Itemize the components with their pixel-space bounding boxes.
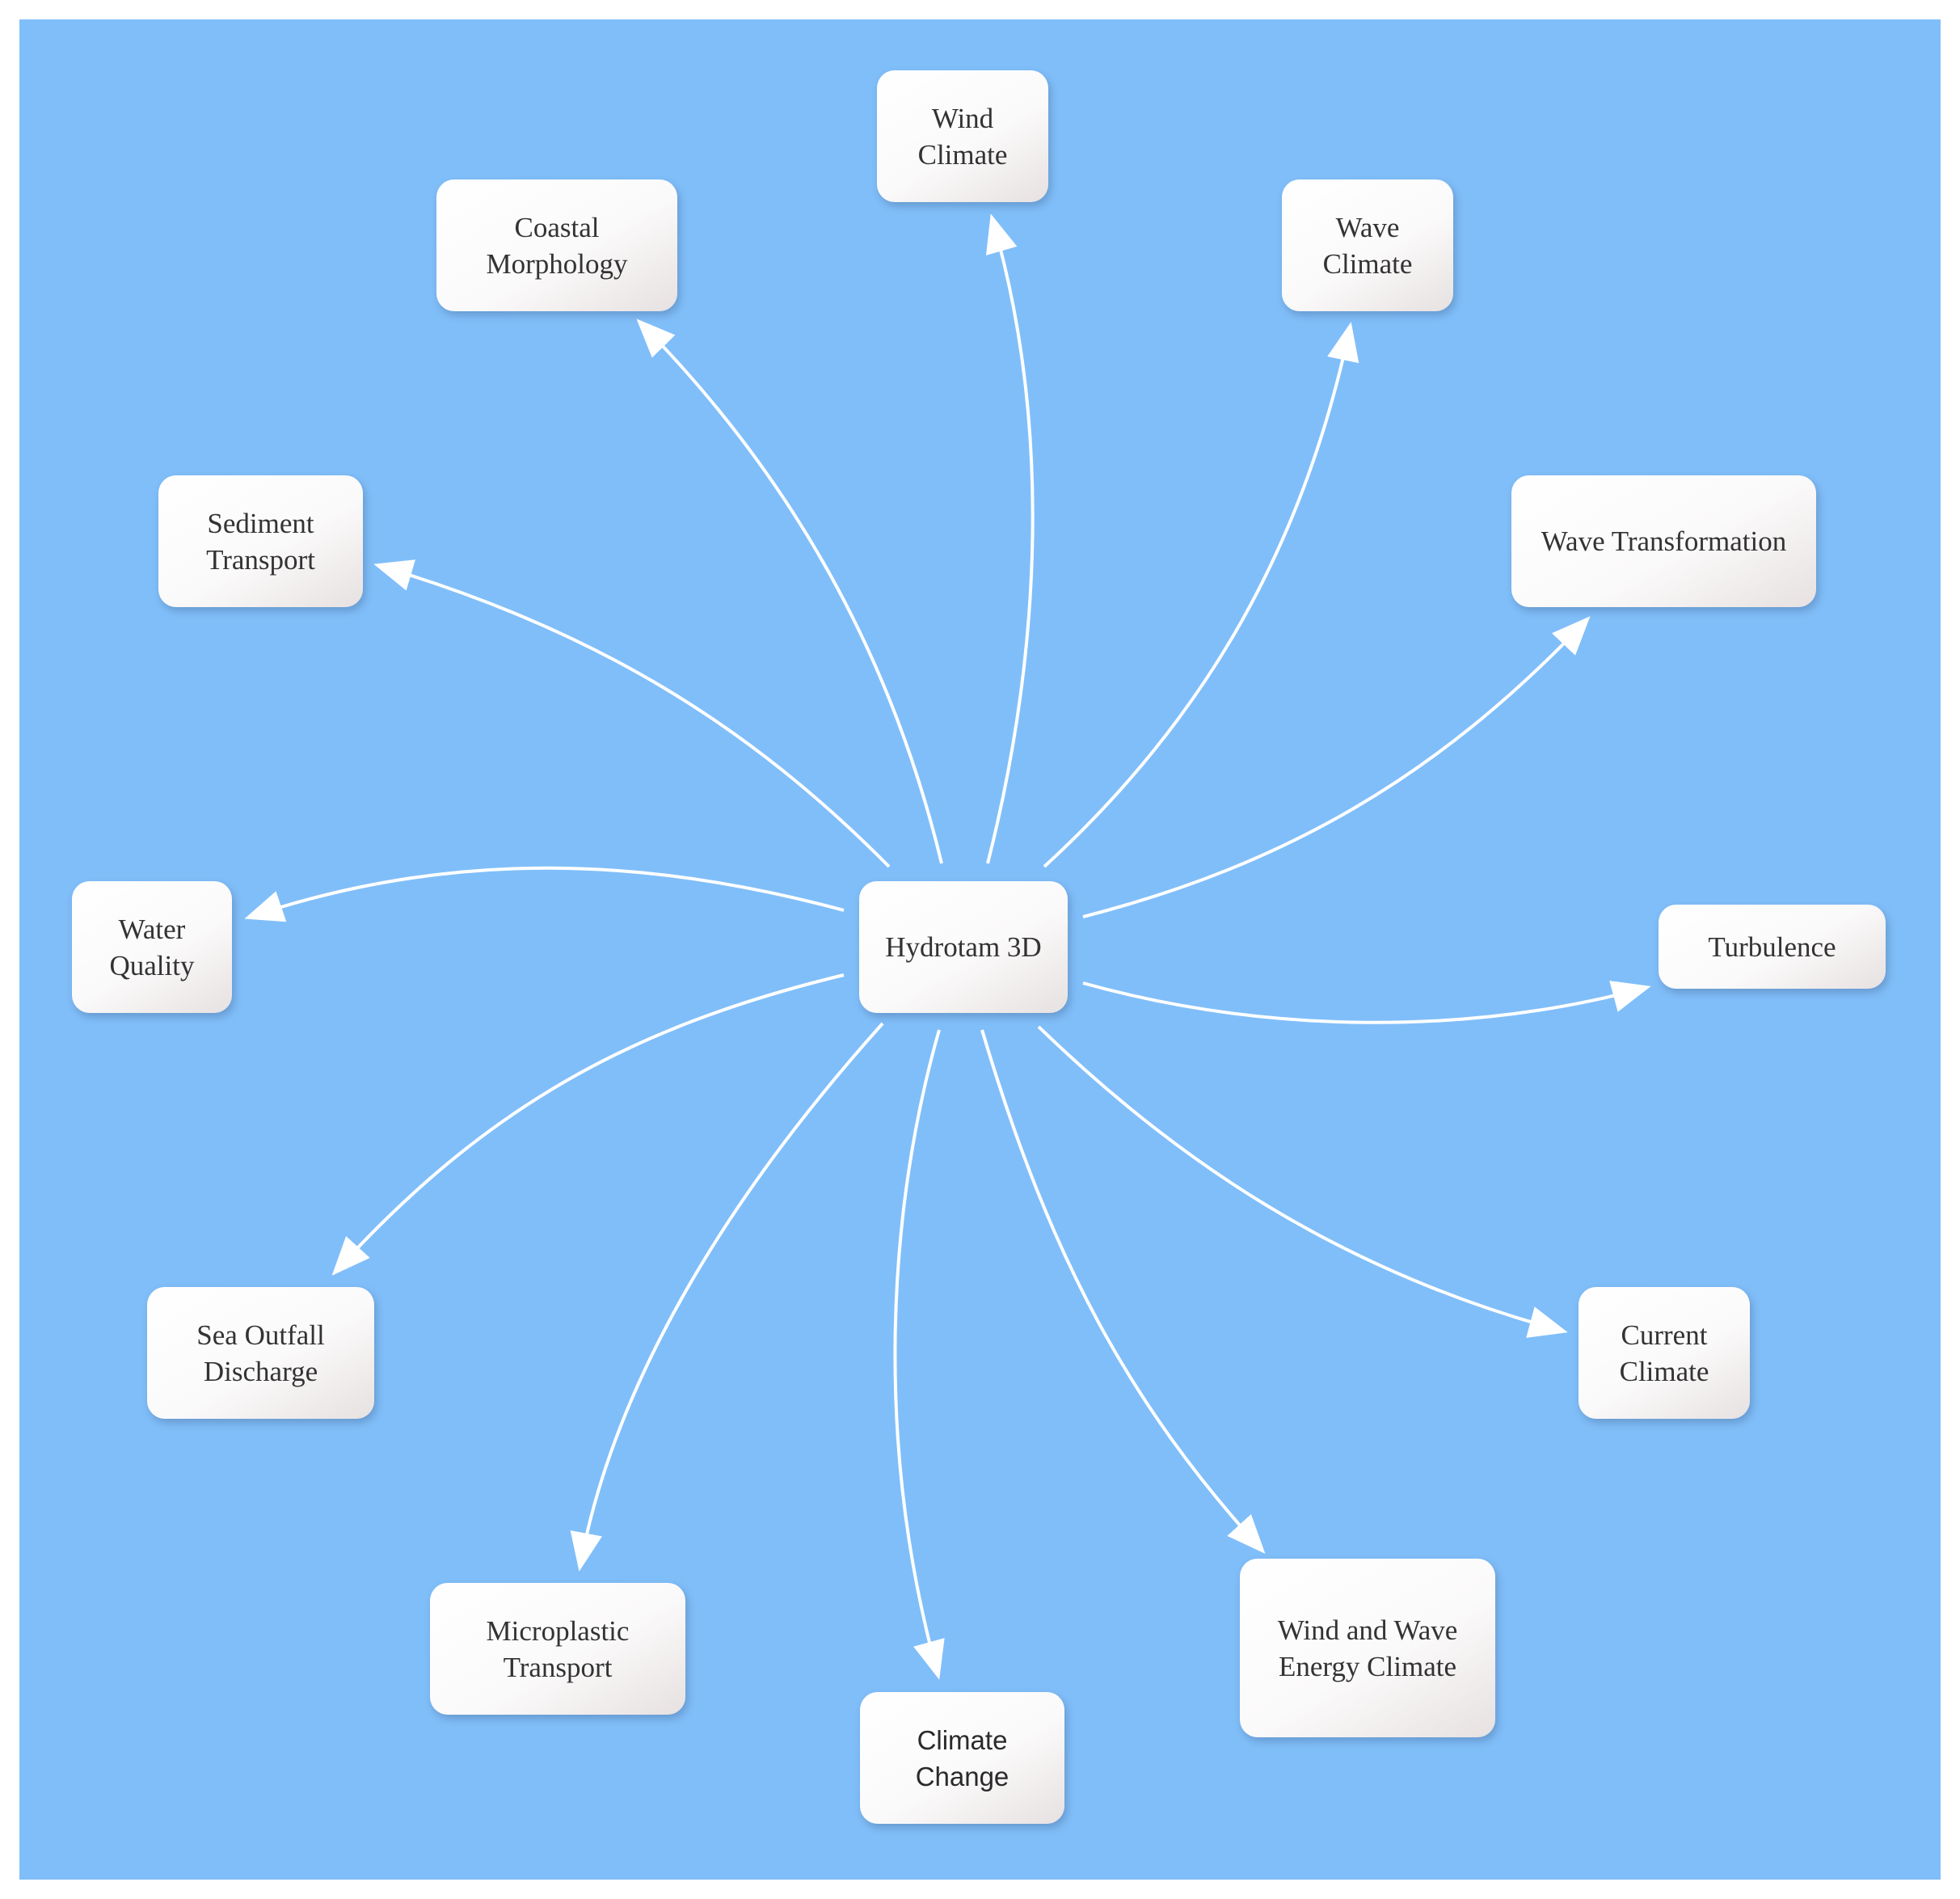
node-label-line: Transport — [503, 1651, 613, 1683]
node-label-line: Sea Outfall — [196, 1319, 325, 1351]
node-label-line: Coastal — [514, 211, 600, 243]
node-label-line: Water — [118, 913, 186, 945]
node-label-line: Climate Change — [915, 1724, 1010, 1791]
node-label-line: Climate — [917, 138, 1008, 171]
node-label-line: Sediment — [207, 507, 314, 539]
climate-change-node[interactable]: Climate Change — [860, 1692, 1064, 1824]
node-label-line: Turbulence — [1708, 931, 1836, 963]
node-label-line: Morphology — [486, 247, 628, 280]
node-label-line: Discharge — [203, 1355, 318, 1387]
hydrotam-3d-node[interactable]: Hydrotam 3D — [859, 881, 1068, 1013]
turbulence-node[interactable]: Turbulence — [1659, 905, 1886, 989]
wave-climate-node[interactable]: Wave Climate — [1282, 179, 1453, 311]
current-climate-node[interactable]: Current Climate — [1579, 1287, 1750, 1419]
node-label-line: Climate — [1619, 1355, 1709, 1387]
coastal-morphology-node[interactable]: Coastal Morphology — [436, 179, 677, 311]
node-label-line: Climate — [1322, 247, 1413, 280]
node-label-line: Microplastic — [486, 1614, 630, 1647]
node-label-line: Current — [1621, 1319, 1708, 1351]
wind-wave-energy-climate-node[interactable]: Wind and Wave Energy Climate — [1240, 1559, 1495, 1737]
hydrotam-3d-label: Hydrotam 3D — [885, 931, 1042, 963]
sea-outfall-discharge-node[interactable]: Sea Outfall Discharge — [147, 1287, 374, 1419]
water-quality-node[interactable]: Water Quality — [72, 881, 232, 1013]
node-label-line: Wind and Wave — [1277, 1614, 1458, 1646]
wind-climate-node[interactable]: Wind Climate — [877, 70, 1048, 202]
node-label-line: Energy Climate — [1279, 1650, 1456, 1682]
node-label-line: Wave Transformation — [1541, 525, 1787, 557]
node-label-line: Transport — [206, 543, 315, 576]
wave-transformation-node[interactable]: Wave Transformation — [1511, 475, 1816, 607]
sediment-transport-node[interactable]: Sediment Transport — [158, 475, 363, 607]
node-label-line: Wave — [1335, 211, 1400, 243]
node-label-line: Wind — [931, 102, 994, 134]
microplastic-transport-node[interactable]: Microplastic Transport — [430, 1583, 685, 1715]
node-label-line: Quality — [109, 949, 195, 981]
